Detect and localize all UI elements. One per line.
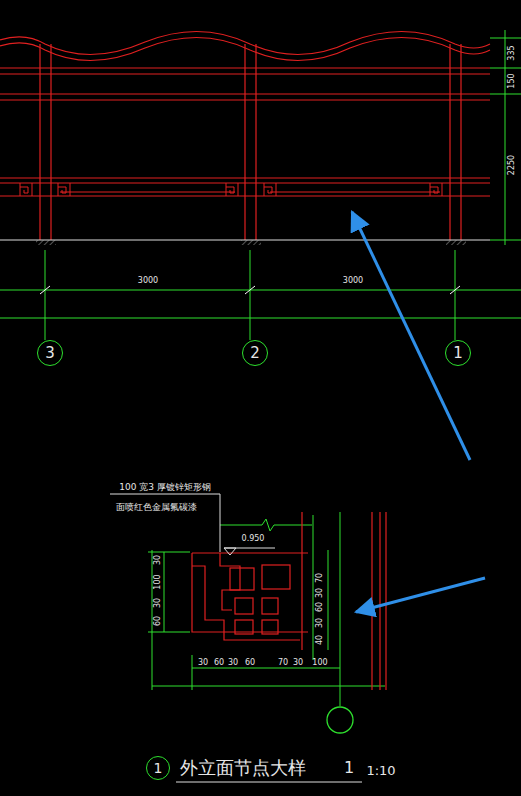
dimension-text: 100 宽3 厚镀锌矩形钢	[119, 483, 211, 492]
dimension-text: 3000	[138, 277, 158, 285]
dimension-text: 100	[312, 659, 327, 667]
fret-pattern	[226, 183, 238, 196]
dimension-text: 150	[508, 73, 516, 88]
dimension-text: 30	[198, 659, 208, 667]
fret-pattern	[58, 183, 70, 196]
dimension-text: 2250	[508, 155, 516, 175]
dimension-text: 30	[316, 588, 324, 598]
scale-text: 1:10	[366, 764, 395, 777]
fret-pattern	[264, 183, 276, 196]
scale-text: 1	[344, 760, 354, 776]
dimension-text: 70	[316, 573, 324, 583]
dimension-text: 30	[293, 659, 303, 667]
dimension-text: 30	[228, 659, 238, 667]
fret-detail	[192, 512, 386, 690]
dimension-text: 30	[154, 598, 162, 608]
fret-pattern	[430, 183, 442, 196]
dimension-text: 30	[316, 618, 324, 628]
axis-number: 2	[250, 346, 260, 361]
roof-wave	[0, 31, 490, 240]
axis-bubble: 3	[37, 340, 63, 366]
dimension-lines	[0, 30, 521, 785]
axis-number: 1	[453, 346, 463, 361]
dimension-text: 100	[154, 574, 162, 589]
dimension-text: 40	[316, 635, 324, 645]
dimension-text: 3000	[343, 277, 363, 285]
drawing-title: 外立面节点大样	[180, 759, 306, 777]
dimension-text: 60	[245, 659, 255, 667]
axis-bubble: 2	[242, 340, 268, 366]
axis-bubble: 1	[445, 340, 471, 366]
dimension-text: 30	[154, 555, 162, 565]
dimension-text: 335	[508, 45, 516, 60]
dimension-text: 60	[154, 616, 162, 626]
axis-number: 3	[45, 346, 55, 361]
dimension-text: 面喷红色金属氟碳漆	[116, 503, 197, 512]
dimension-text: 70	[278, 659, 288, 667]
dimension-text: 60	[214, 659, 224, 667]
detail-bubble: 1	[146, 756, 170, 780]
dimension-text: 60	[316, 602, 324, 612]
dimension-text: 0.950	[242, 535, 265, 543]
fret-pattern	[20, 183, 32, 196]
axis-number: 1	[154, 761, 163, 775]
